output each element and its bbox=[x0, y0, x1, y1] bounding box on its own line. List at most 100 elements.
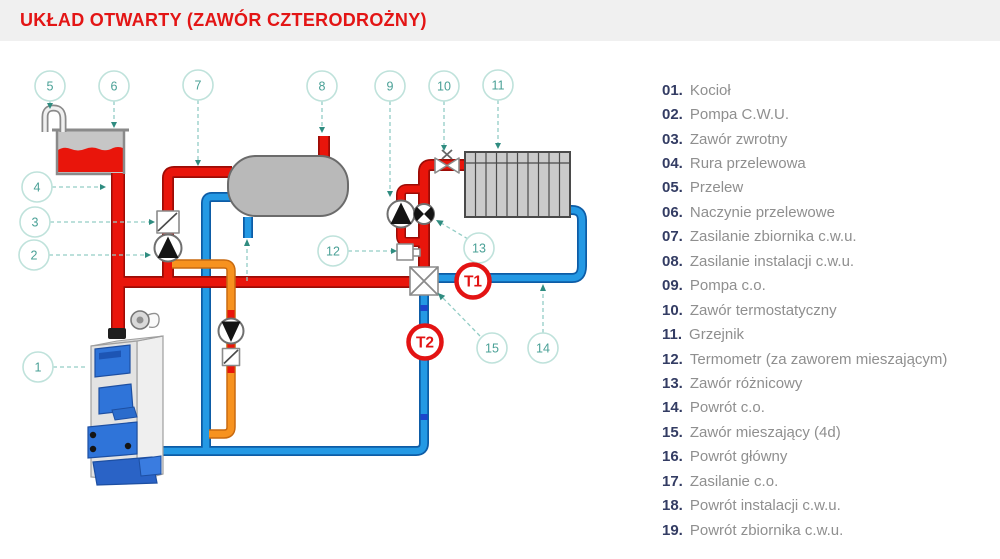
legend-item-01-label: Kocioł bbox=[689, 81, 731, 99]
callout-15-label: 15 bbox=[485, 342, 499, 356]
blue-pipes-outline bbox=[155, 192, 587, 456]
tank-return-pipe bbox=[202, 193, 232, 451]
legend-item-07-number: 07. bbox=[662, 228, 683, 246]
legend-item-12-number: 12. bbox=[662, 350, 683, 368]
legend-item-12: 12. Termometr (za zaworem mieszającym) bbox=[662, 347, 947, 371]
callout-11: 11 bbox=[482, 69, 514, 101]
pipe-connectors bbox=[420, 305, 428, 420]
sensor-t1: T1 bbox=[454, 262, 492, 300]
thermometer bbox=[396, 243, 421, 261]
header-band: UKŁAD OTWARTY (ZAWÓR CZTERODROŻNY) bbox=[0, 0, 1000, 41]
legend-item-16-number: 16. bbox=[662, 448, 683, 466]
callout-12: 12 bbox=[317, 235, 349, 267]
callout-7-label: 7 bbox=[195, 79, 202, 93]
callout-5: 5 bbox=[34, 70, 66, 102]
legend-item-07: 07.Zasilanie zbiornika c.w.u. bbox=[662, 225, 947, 249]
page-title: UKŁAD OTWARTY (ZAWÓR CZTERODROŻNY) bbox=[20, 10, 427, 30]
callout-2-label: 2 bbox=[31, 249, 38, 263]
radiator bbox=[464, 151, 571, 218]
legend-item-18: 18. Powrót instalacji c.w.u. bbox=[662, 493, 947, 517]
callout-15: 15 bbox=[476, 332, 508, 364]
legend-item-13-number: 13. bbox=[662, 374, 683, 392]
cwu-pump bbox=[153, 233, 183, 263]
callout-4-label: 4 bbox=[34, 181, 41, 195]
callout-8: 8 bbox=[306, 70, 338, 102]
legend-item-17-number: 17. bbox=[662, 472, 683, 490]
legend-item-17: 17. Zasilanie c.o. bbox=[662, 469, 947, 493]
legend-item-02-number: 02. bbox=[662, 106, 683, 124]
overflow-hook-pipe bbox=[41, 104, 67, 132]
main-return-pipe bbox=[155, 292, 428, 455]
blue-pipes bbox=[155, 193, 586, 455]
callout-10-label: 10 bbox=[437, 80, 451, 94]
callout-13: 13 bbox=[463, 232, 495, 264]
callout-12-label: 12 bbox=[326, 245, 340, 259]
legend-item-08-label: Zasilanie instalacji c.w.u. bbox=[689, 252, 855, 270]
legend-item-18-number: 18. bbox=[662, 497, 683, 515]
legend-item-08-number: 08. bbox=[662, 252, 683, 270]
boiler-fan bbox=[130, 310, 160, 330]
legend-item-09: 09.Pompa c.o. bbox=[662, 274, 947, 298]
callout-6: 6 bbox=[98, 70, 130, 102]
heating-riser-pipe bbox=[419, 160, 466, 286]
legend-item-11-label: Grzejnik bbox=[689, 326, 745, 344]
legend-item-10-number: 10. bbox=[662, 301, 683, 319]
legend-item-14: 14.Powrót c.o. bbox=[662, 396, 947, 420]
legend-item-09-label: Pompa c.o. bbox=[689, 277, 766, 295]
co-pump bbox=[386, 199, 416, 229]
expansion-tank bbox=[52, 128, 129, 176]
callout-9: 9 bbox=[374, 70, 406, 102]
flue-collar bbox=[108, 328, 126, 339]
legend-item-05: 05. Przelew bbox=[662, 176, 947, 200]
callout-9-label: 9 bbox=[387, 80, 394, 94]
legend-item-12-label: Termometr (za zaworem mieszającym) bbox=[689, 350, 948, 368]
legend-item-17-label: Zasilanie c.o. bbox=[689, 472, 779, 490]
callout-14: 14 bbox=[527, 332, 559, 364]
callout-3: 3 bbox=[19, 206, 51, 238]
four-way-mixing-valve bbox=[409, 266, 439, 296]
legend-item-04: 04. Rura przelewowa bbox=[662, 151, 947, 175]
legend-item-13: 13. Zawór różnicowy bbox=[662, 371, 947, 395]
legend-item-11-number: 11. bbox=[662, 326, 683, 344]
radiator-return-pipe bbox=[437, 206, 586, 282]
callout-1-label: 1 bbox=[35, 361, 42, 375]
cwu-tank bbox=[227, 155, 349, 217]
legend-item-14-number: 14. bbox=[662, 399, 683, 417]
legend-item-15: 15.Zawór mieszający (4d) bbox=[662, 420, 947, 444]
legend-item-05-label: Przelew bbox=[689, 179, 744, 197]
legend-item-05-number: 05. bbox=[662, 179, 683, 197]
schematic-diagram: 5 6 7 8 9 10 11 4 3 2 1 bbox=[18, 69, 587, 486]
legend-item-02: 02.Pompa C.W.U. bbox=[662, 102, 947, 126]
check-valve bbox=[156, 210, 180, 234]
callout-6-label: 6 bbox=[111, 80, 118, 94]
thermostatic-valve bbox=[434, 149, 460, 174]
legend-item-16: 16. Powrót główny bbox=[662, 445, 947, 469]
sensor-t2-label: T2 bbox=[416, 335, 434, 352]
legend-item-19: 19. Powrót zbiornika c.w.u. bbox=[662, 518, 947, 542]
legend-item-06-number: 06. bbox=[662, 203, 683, 221]
sensor-t1-label: T1 bbox=[464, 274, 482, 291]
callout-2: 2 bbox=[18, 239, 50, 271]
callout-3-label: 3 bbox=[32, 216, 39, 230]
legend-item-03-number: 03. bbox=[662, 130, 683, 148]
legend-item-13-label: Zawór różnicowy bbox=[689, 374, 803, 392]
bypass-check-valve bbox=[221, 347, 241, 367]
legend-item-15-number: 15. bbox=[662, 423, 683, 441]
legend-item-01: 01.Kocioł bbox=[662, 78, 947, 102]
legend-item-04-label: Rura przelewowa bbox=[689, 155, 806, 173]
sensor-t2: T2 bbox=[406, 323, 444, 361]
boiler-lower-door bbox=[87, 421, 138, 459]
callout-10: 10 bbox=[428, 70, 460, 102]
legend-item-19-number: 19. bbox=[662, 521, 683, 539]
legend-item-19-label: Powrót zbiornika c.w.u. bbox=[689, 521, 844, 539]
callout-14-label: 14 bbox=[536, 342, 550, 356]
callout-5-label: 5 bbox=[47, 80, 54, 94]
legend-item-06: 06. Naczynie przelewowe bbox=[662, 200, 947, 224]
legend-item-18-label: Powrót instalacji c.w.u. bbox=[689, 497, 841, 515]
callout-1: 1 bbox=[22, 351, 54, 383]
legend-item-04-number: 04. bbox=[662, 155, 683, 173]
legend-item-06-label: Naczynie przelewowe bbox=[689, 203, 835, 221]
legend-item-16-label: Powrót główny bbox=[689, 448, 788, 466]
boiler bbox=[87, 310, 164, 486]
